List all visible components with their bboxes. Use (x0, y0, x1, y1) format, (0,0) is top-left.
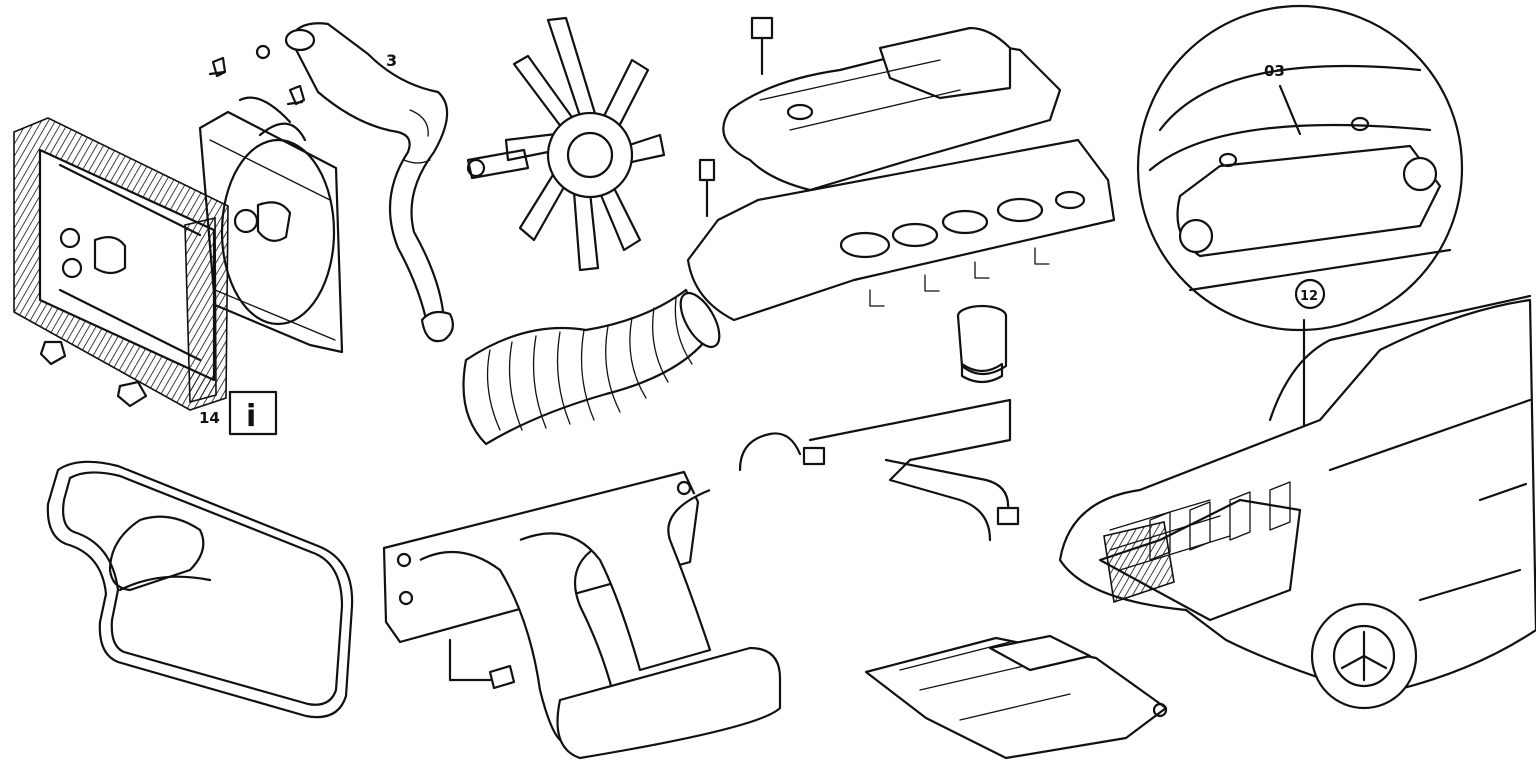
breather-tube (738, 398, 1020, 542)
callout-part-number: 03 (1264, 62, 1285, 80)
underbody-shield (864, 634, 1168, 760)
radiator (13, 117, 229, 411)
hose-part-number: 3 (386, 51, 397, 70)
radiator-hose: 3 (284, 22, 455, 343)
hose-clips (208, 44, 306, 106)
callout-badge-number: 12 (1300, 289, 1318, 304)
car-front-view (1058, 294, 1536, 710)
callout-badge (1294, 278, 1326, 310)
engine-cover (722, 16, 1062, 192)
fan-shroud (198, 96, 344, 354)
cooling-fan (466, 16, 666, 272)
info-reference: 14 i (199, 390, 278, 436)
intake-manifold (382, 470, 782, 760)
info-icon (228, 390, 278, 436)
valve-cover (686, 138, 1116, 322)
detail-callout: 03 12 (1136, 4, 1464, 522)
info-part-number: 14 (199, 409, 220, 427)
info-symbol: i (246, 399, 256, 434)
drive-belts (46, 460, 354, 719)
oil-filler-cap (956, 304, 1008, 384)
air-intake-bellows (462, 288, 721, 446)
